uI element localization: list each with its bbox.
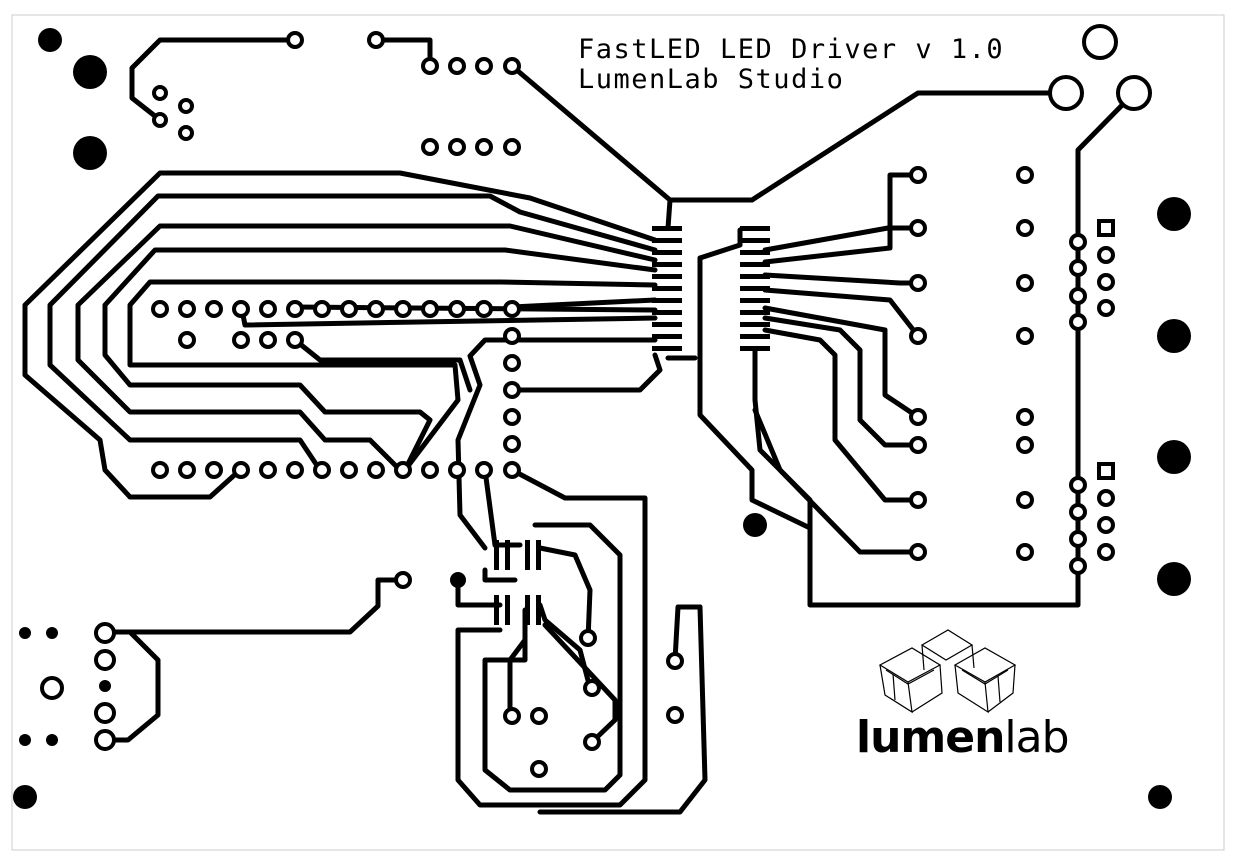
copper-traces	[22, 37, 1137, 815]
square-pads	[1097, 219, 1115, 480]
ic-chip-pads	[652, 226, 770, 351]
logo-word-light: lab	[1004, 712, 1069, 763]
smd-pads	[494, 540, 541, 625]
logo-wordmark: lumenlab	[856, 712, 1070, 763]
logo-word-bold: lumen	[856, 712, 1005, 763]
cubes-logo-icon	[878, 629, 1017, 714]
mounting-holes	[13, 28, 1191, 809]
board-title-line-2: LumenLab Studio	[578, 64, 845, 95]
through-hole-pads	[40, 24, 1152, 778]
board-title-line-1: FastLED LED Driver v 1.0	[578, 34, 1005, 65]
